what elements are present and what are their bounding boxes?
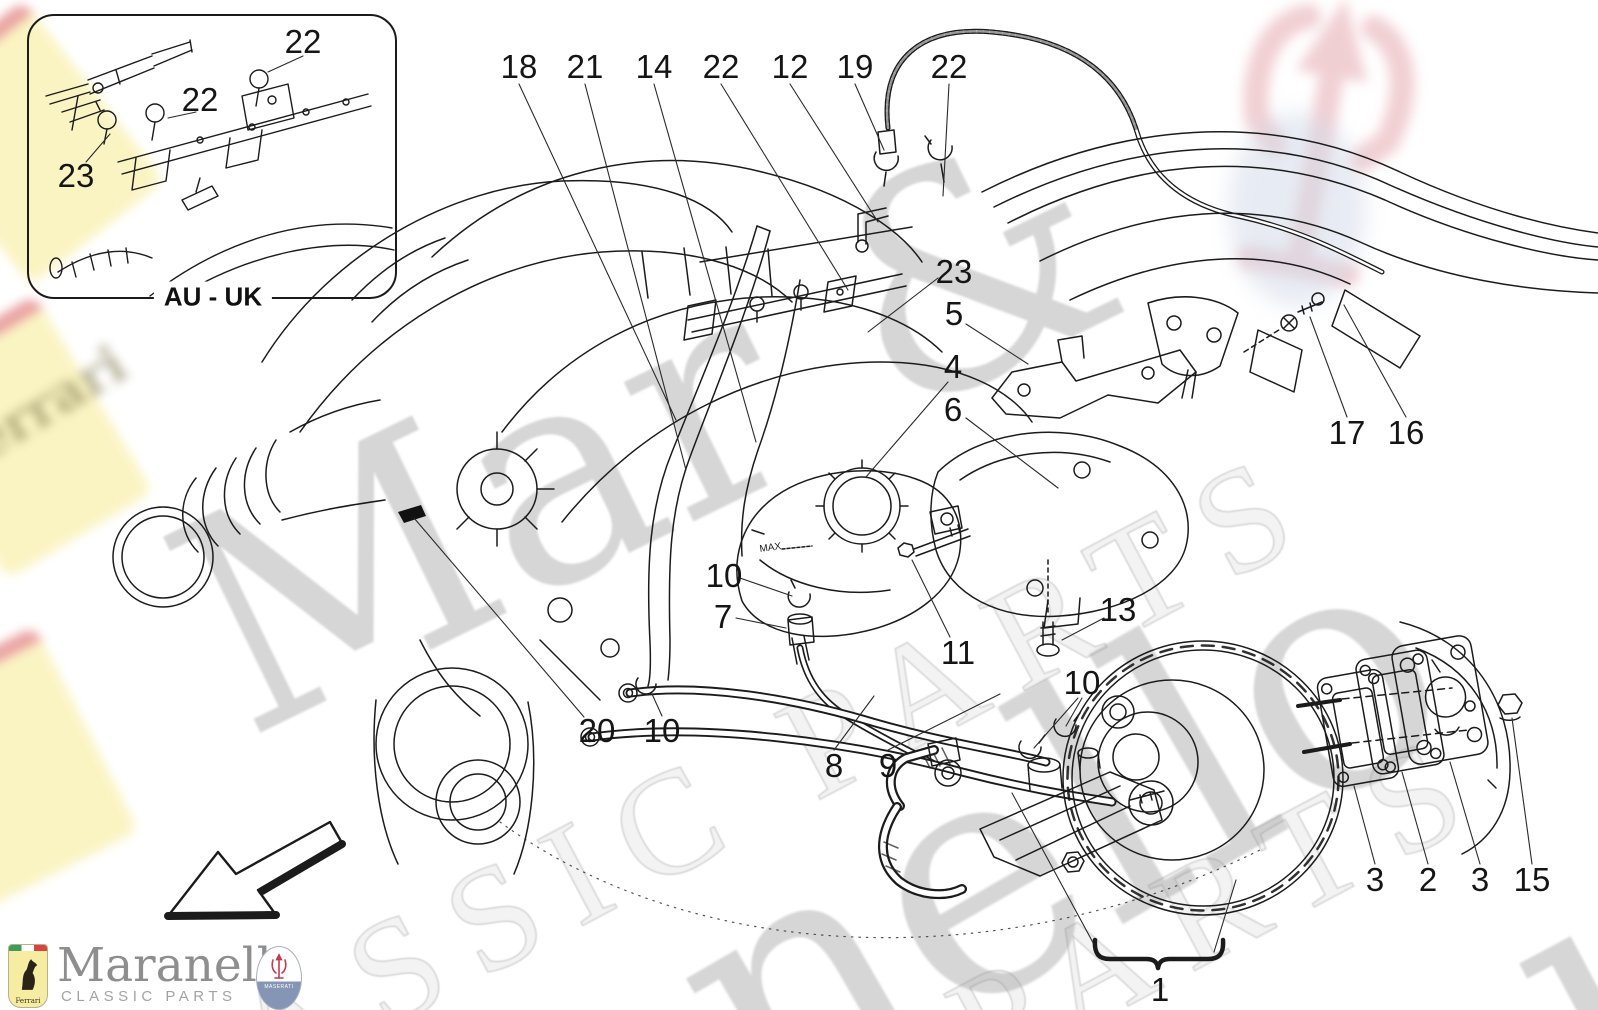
callout-number-20: 20 bbox=[578, 712, 616, 749]
heat-shield-art bbox=[930, 431, 1189, 657]
callout-number-10: 10 bbox=[643, 712, 681, 749]
callout-number-10: 10 bbox=[705, 557, 743, 594]
bracket-art bbox=[991, 335, 1197, 419]
fuel-rail-art bbox=[647, 28, 1385, 687]
callout-number-17: 17 bbox=[1328, 414, 1366, 451]
callout-number-7: 7 bbox=[713, 598, 733, 635]
master-cylinder-art bbox=[878, 737, 1174, 900]
callout-number-13: 13 bbox=[1099, 591, 1137, 628]
ferrari-shield-logo: Ferrari bbox=[8, 944, 48, 1008]
prancing-horse-icon bbox=[21, 959, 38, 990]
callout-number-3: 3 bbox=[1470, 861, 1490, 898]
callout-number-6: 6 bbox=[943, 391, 963, 428]
callout-number-18: 18 bbox=[500, 48, 538, 85]
callout-number-11: 11 bbox=[940, 634, 976, 671]
callout-number-14: 14 bbox=[635, 48, 673, 85]
inset-region-label: AU - UK bbox=[153, 281, 273, 313]
maserati-badge-label: MASERATI bbox=[264, 984, 294, 991]
brand-tagline: CLASSIC PARTS bbox=[61, 988, 237, 1005]
callout-number-9: 9 bbox=[878, 747, 898, 784]
reservoir-max-label: MAX bbox=[759, 541, 782, 555]
engine-art bbox=[112, 159, 1033, 875]
callout-number-21: 21 bbox=[566, 48, 604, 85]
callout-number-22: 22 bbox=[930, 48, 968, 85]
callout-number-15: 15 bbox=[1513, 861, 1551, 898]
direction-arrow bbox=[164, 820, 346, 920]
maserati-badge-logo: MASERATI bbox=[256, 946, 302, 1010]
callout-number-16: 16 bbox=[1387, 414, 1425, 451]
inset-injector-art bbox=[45, 39, 395, 298]
callout-number-5: 5 bbox=[944, 295, 964, 332]
callout-number-4: 4 bbox=[943, 348, 963, 385]
callout-number-23: 23 bbox=[935, 253, 973, 290]
callout-number-19: 19 bbox=[836, 48, 874, 85]
hoses-art bbox=[580, 677, 1117, 807]
callout-number-3: 3 bbox=[1365, 861, 1385, 898]
leader-lines bbox=[85, 55, 1533, 953]
callout-number-2: 2 bbox=[1418, 861, 1438, 898]
reservoir-art bbox=[736, 459, 971, 665]
italian-stripe bbox=[9, 945, 47, 951]
callout-number-12: 12 bbox=[771, 48, 809, 85]
callout-number-10: 10 bbox=[1063, 664, 1101, 701]
gasket-plates-art bbox=[1316, 621, 1523, 855]
ferrari-shield-label: Ferrari bbox=[15, 997, 41, 1005]
callout-number-1: 1 bbox=[1150, 971, 1170, 1008]
callout-number-22: 22 bbox=[284, 23, 322, 60]
callout-number-8: 8 bbox=[824, 747, 844, 784]
group-brace bbox=[1092, 937, 1226, 971]
callout-number-22: 22 bbox=[702, 48, 740, 85]
chassis-rail-art bbox=[981, 131, 1598, 399]
maserati-oval-watermark bbox=[1228, 112, 1366, 307]
maserati-trident-icon bbox=[271, 953, 287, 979]
callout-number-22: 22 bbox=[181, 81, 219, 118]
callout-number-23: 23 bbox=[57, 157, 95, 194]
